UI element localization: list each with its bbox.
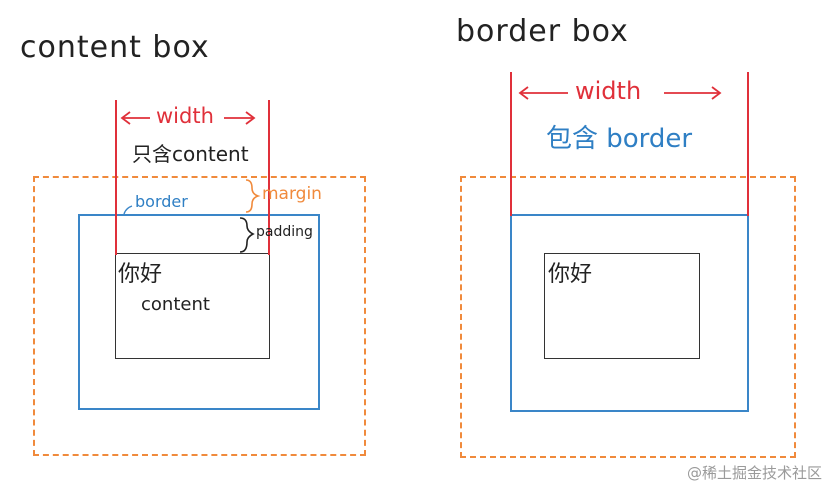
left-width-line-right [268, 100, 270, 255]
right-content-box [544, 253, 700, 359]
right-width-line-right [747, 72, 749, 216]
left-margin-label: margin [262, 184, 322, 204]
left-content-label: content [141, 294, 210, 315]
border-pointer [123, 205, 133, 215]
left-border-label: border [135, 192, 188, 211]
left-padding-label: padding [256, 224, 313, 240]
right-margin-box [460, 176, 796, 458]
content-box-title: content box [20, 30, 210, 65]
margin-brace [245, 179, 261, 213]
left-content-heading: 你好 [118, 262, 163, 287]
right-content-heading: 你好 [548, 262, 593, 287]
left-margin-box [33, 176, 366, 456]
left-width-line-left [115, 100, 117, 255]
right-width-line-left [510, 72, 512, 216]
left-border-box [78, 214, 320, 410]
left-width-arrow [120, 111, 256, 125]
right-width-note: 包含 border [546, 124, 693, 154]
left-width-label: width [156, 104, 214, 128]
right-border-box [510, 214, 749, 412]
left-content-box [115, 253, 270, 359]
padding-brace [239, 217, 255, 253]
right-width-arrow [518, 86, 722, 100]
left-width-note: 只含content [132, 142, 249, 166]
right-width-label: width [575, 77, 642, 105]
border-box-title: border box [456, 14, 629, 49]
watermark: @稀土掘金技术社区 [686, 464, 822, 482]
